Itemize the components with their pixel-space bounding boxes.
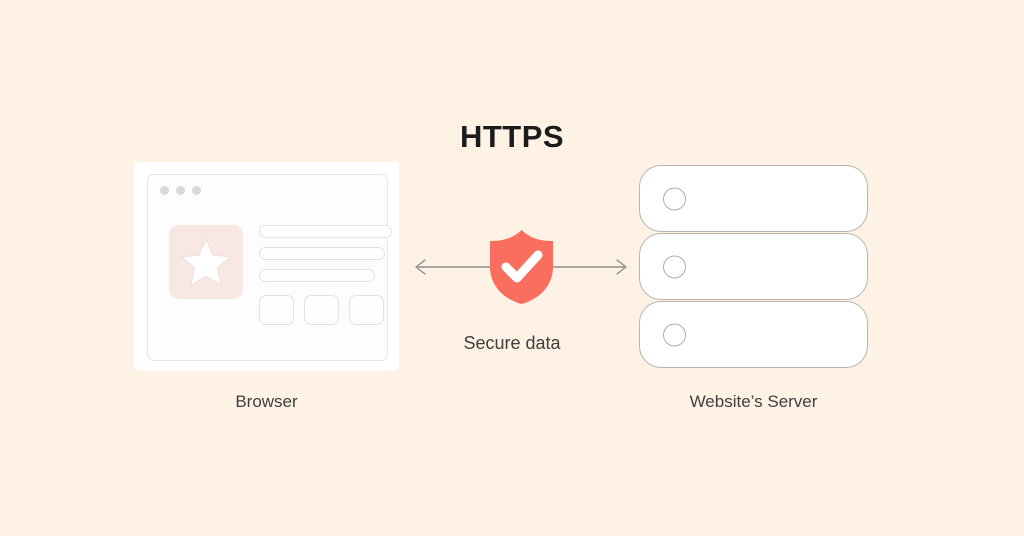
chip-placeholder [259,295,294,325]
chip-placeholder [349,295,384,325]
text-line [259,225,392,238]
secure-data-caption: Secure data [463,333,561,353]
text-line [259,269,375,282]
shield-check-icon [487,229,556,305]
status-circle-icon [663,255,686,278]
status-circle-icon [663,187,686,210]
dot-green-icon [192,186,201,195]
server-unit [639,165,868,232]
page-title: HTTPS [459,119,565,154]
browser-window [134,162,399,371]
window-controls [160,186,201,195]
status-circle-icon [663,323,686,346]
star-icon [180,237,232,287]
chip-placeholder-group [259,295,384,325]
server-label: Website’s Server [689,392,818,411]
browser-viewport [147,174,392,361]
browser-label: Browser [235,392,298,411]
website-server [639,165,868,368]
server-unit [639,233,868,300]
dot-red-icon [160,186,169,195]
text-placeholder-lines [259,225,392,291]
chip-placeholder [304,295,339,325]
text-line [259,247,386,260]
dot-yellow-icon [176,186,185,195]
server-unit [639,301,868,368]
image-placeholder [169,225,243,299]
